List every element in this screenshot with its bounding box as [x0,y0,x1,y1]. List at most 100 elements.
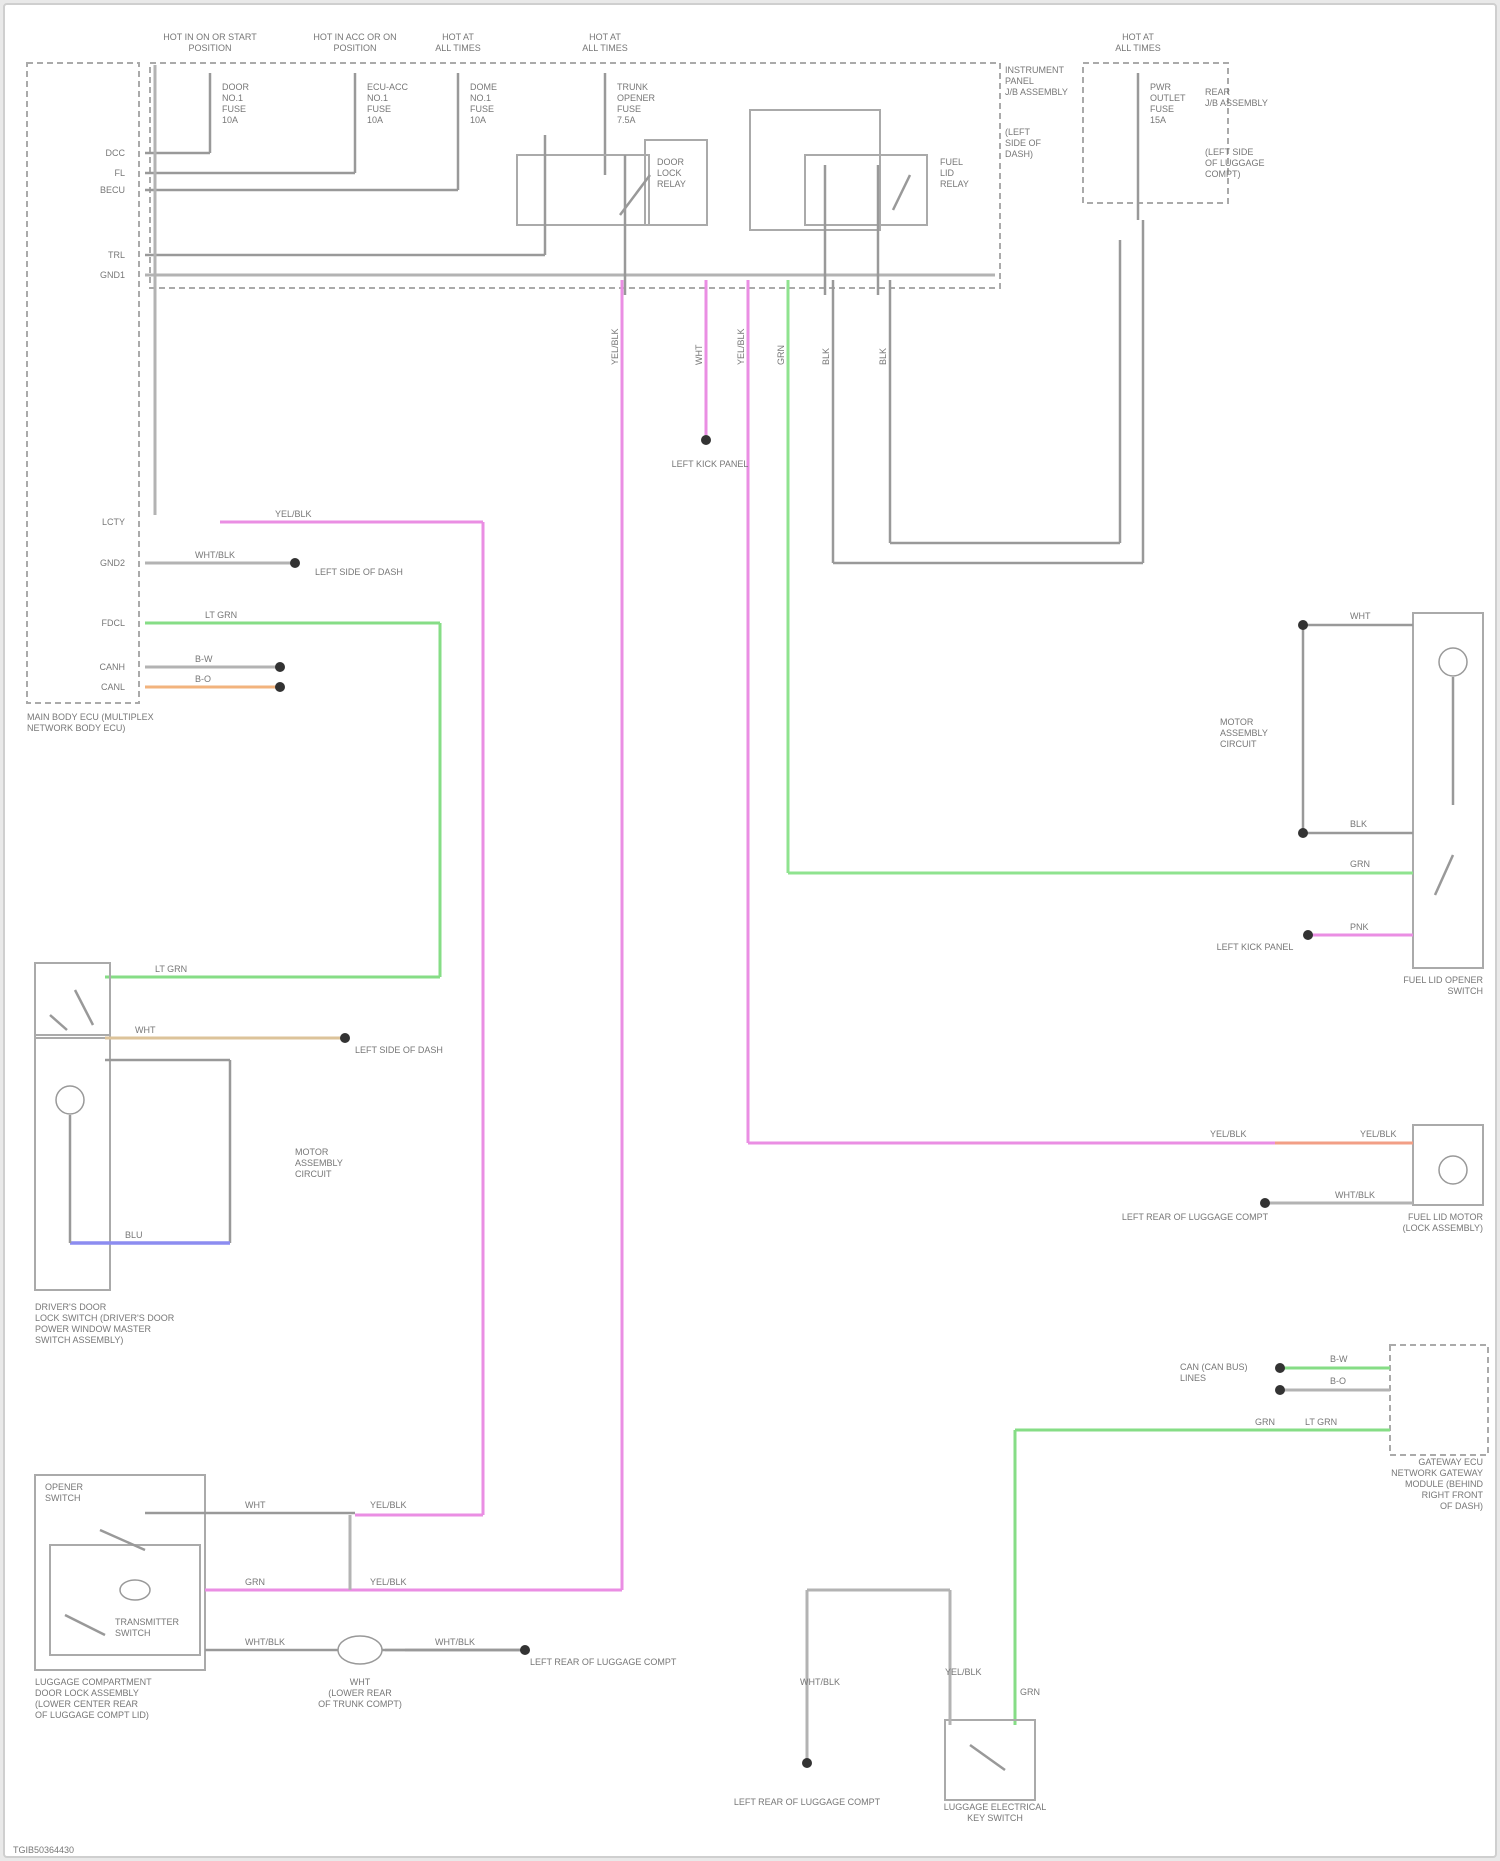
component-label: OPENER [45,1482,84,1492]
relay-label: RELAY [940,179,969,189]
wire-color-label: BLK [1350,819,1367,829]
ground-label: LEFT REAR OF LUGGAGE COMPT [1122,1212,1269,1222]
wire-color-label: LT GRN [155,964,187,974]
component-label: LUGGAGE ELECTRICAL [944,1802,1047,1812]
wire-color-label: GRN [776,345,786,365]
door-lock-relay-box [517,155,649,225]
wire-color-label: PNK [1350,922,1369,932]
fuse-box-label: 10A [470,115,486,125]
ecu-pin-label: GND1 [100,270,125,280]
component-label: MOTOR [295,1147,329,1157]
component-label: GATEWAY ECU [1418,1457,1483,1467]
luggage-lock-assembly-box [35,1475,205,1670]
relay-label: RELAY [657,179,686,189]
door-lock-switch-box [35,963,110,1038]
wire-color-label: B-W [1330,1354,1348,1364]
component-label: NETWORK GATEWAY [1391,1468,1483,1478]
wire-color-label: WHT/BLK [245,1637,285,1647]
ecu-pin-label: DCC [106,148,126,158]
component-label: LUGGAGE COMPARTMENT [35,1677,152,1687]
component-label: OF DASH) [1440,1501,1483,1511]
fuse-label: ALL TIMES [582,43,628,53]
wire-color-label: WHT/BLK [800,1677,840,1687]
component-label: SWITCH [115,1628,151,1638]
panel-label: (LEFT [1005,127,1031,137]
wire-color-label: YEL/BLK [370,1500,407,1510]
ground-label: LEFT KICK PANEL [1217,942,1294,952]
fuse-box-label: DOME [470,82,497,92]
wire-color-label: BLU [125,1230,143,1240]
footer-code: TGIB50364430 [13,1845,74,1855]
fuse-box-label: OUTLET [1150,93,1186,103]
component-label: CIRCUIT [1220,739,1257,749]
fuse-label: HOT IN ACC OR ON [313,32,396,42]
panel-label: INSTRUMENT [1005,65,1064,75]
component-label: MOTOR [1220,717,1254,727]
fuse-label: ALL TIMES [435,43,481,53]
wire-color-label: B-O [195,674,211,684]
fuse-label: POSITION [333,43,376,53]
fuse-box-label: FUSE [1150,104,1174,114]
wire-color-label: B-O [1330,1376,1346,1386]
relay-label: DOOR [657,157,685,167]
ecu-pin-label: LCTY [102,517,125,527]
fuse-label: POSITION [188,43,231,53]
component-label: OF TRUNK COMPT) [318,1699,402,1709]
fuse-box-label: TRUNK [617,82,648,92]
component-label: DOOR LOCK ASSEMBLY [35,1688,139,1698]
component-label: OF LUGGAGE COMPT LID) [35,1710,149,1720]
component-label: MODULE (BEHIND [1405,1479,1484,1489]
wire-color-label: WHT [694,344,704,365]
wire-color-label: YEL/BLK [370,1577,407,1587]
ground-label: LEFT SIDE OF DASH [355,1045,443,1055]
panel-label: SIDE OF [1005,138,1042,148]
relay-label: LOCK [657,168,682,178]
fuse-label: HOT IN ON OR START [163,32,257,42]
fuse-label: HOT AT [1122,32,1154,42]
fuse-box-label: 10A [367,115,383,125]
fuse-box-label: OPENER [617,93,656,103]
fuse-label: HOT AT [589,32,621,42]
ecu-pin-label: FL [114,168,125,178]
component-label: SWITCH [45,1493,81,1503]
wire-color-label: WHT/BLK [435,1637,475,1647]
panel-label: REAR [1205,87,1231,97]
panel-label: DASH) [1005,149,1033,159]
fuse-label: ALL TIMES [1115,43,1161,53]
component-label: POWER WINDOW MASTER [35,1324,151,1334]
component-label: ASSEMBLY [295,1158,343,1168]
component-label: WHT [350,1677,371,1687]
main-body-ecu-box [27,63,139,703]
wire-color-label: LT GRN [1305,1417,1337,1427]
wire-color-label: GRN [1020,1687,1040,1697]
panel-label: MAIN BODY ECU (MULTIPLEX [27,712,154,722]
wire-color-label: WHT [245,1500,266,1510]
wire-color-label: WHT [135,1025,156,1035]
ecu-pin-label: GND2 [100,558,125,568]
panel-label: J/B ASSEMBLY [1205,98,1268,108]
ecu-pin-label: CANL [101,682,125,692]
component-label: FUEL LID OPENER [1403,975,1483,985]
wire-color-label: GRN [1350,859,1370,869]
component-label: ASSEMBLY [1220,728,1268,738]
wire-color-label: WHT/BLK [1335,1190,1375,1200]
component-label: (LOWER REAR [328,1688,392,1698]
fuse-box-label: 7.5A [617,115,636,125]
fuse-box-label: FUSE [470,104,494,114]
wire-color-label: GRN [245,1577,265,1587]
wire-color-label: YEL/BLK [736,328,746,365]
ecu-pin-label: BECU [100,185,125,195]
gateway-ecu-box [1390,1345,1488,1455]
component-label: CIRCUIT [295,1169,332,1179]
wire-color-label: YEL/BLK [1210,1129,1247,1139]
component-label: FUEL LID MOTOR [1408,1212,1484,1222]
wire-color-label: YEL/BLK [610,328,620,365]
fuse-box-label: FUSE [367,104,391,114]
fuse-box-label: FUSE [222,104,246,114]
panel-label: OF LUGGAGE [1205,158,1265,168]
ground-label: LEFT REAR OF LUGGAGE COMPT [734,1797,881,1807]
relay-label: FUEL [940,157,963,167]
wire-color-label: WHT [1350,611,1371,621]
